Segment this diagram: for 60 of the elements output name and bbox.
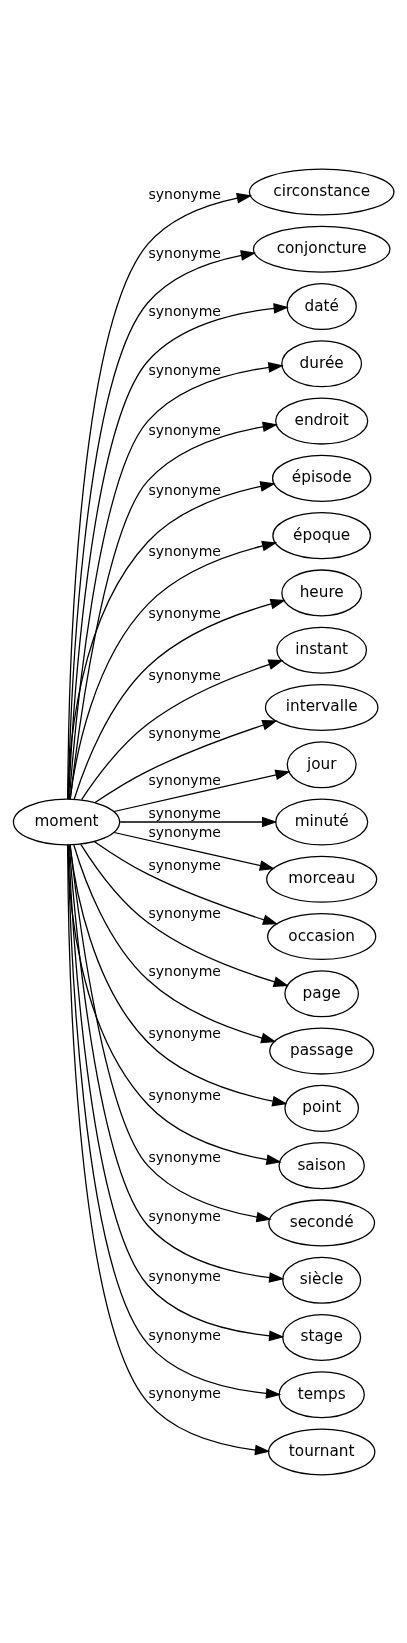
arrow bbox=[119, 816, 278, 827]
edge-label: synonyme bbox=[148, 361, 221, 378]
node-ellipse: occasion bbox=[267, 912, 377, 960]
arrow bbox=[69, 421, 278, 800]
edge-label: synonyme bbox=[148, 724, 221, 741]
edge-label: synonyme bbox=[148, 185, 221, 202]
node-ellipse: point bbox=[284, 1084, 360, 1132]
edge-label: synonyme bbox=[148, 771, 221, 788]
node-ellipse: moment bbox=[12, 797, 121, 846]
edge-label: synonyme bbox=[148, 542, 221, 559]
node-ellipse: stage bbox=[282, 1313, 362, 1361]
arrow bbox=[73, 843, 277, 1043]
arrow bbox=[94, 719, 278, 803]
edge-label: synonyme bbox=[148, 1086, 221, 1103]
arrow bbox=[73, 598, 286, 800]
node-ellipse: page bbox=[284, 969, 360, 1017]
edge-label: synonyme bbox=[148, 1207, 221, 1224]
node-ellipse: morceau bbox=[266, 855, 378, 903]
edge-label: synonyme bbox=[148, 1148, 221, 1165]
node-ellipse: daté bbox=[286, 282, 357, 330]
node-ellipse: jour bbox=[286, 740, 357, 788]
edge-label: synonyme bbox=[148, 1267, 221, 1284]
node-ellipse: passage bbox=[269, 1027, 375, 1075]
node-ellipse: siècle bbox=[282, 1256, 362, 1304]
edge-label: synonyme bbox=[148, 962, 221, 979]
edge-label: synonyme bbox=[148, 481, 221, 498]
edge-label: synonyme bbox=[148, 302, 221, 319]
arrow bbox=[80, 843, 289, 987]
node-ellipse: circonstance bbox=[248, 167, 395, 216]
node-ellipse: temps bbox=[278, 1370, 365, 1418]
edge-label: synonyme bbox=[148, 666, 221, 683]
node-ellipse: durée bbox=[281, 339, 363, 387]
edge-label: synonyme bbox=[148, 856, 221, 873]
node-ellipse: intervalle bbox=[264, 683, 379, 731]
edge-label: synonyme bbox=[148, 823, 221, 840]
arrow bbox=[93, 840, 279, 925]
edge-label: synonyme bbox=[148, 1326, 221, 1343]
node-ellipse: saison bbox=[278, 1141, 365, 1189]
node-ellipse: instant bbox=[276, 626, 368, 674]
node-ellipse: minuté bbox=[275, 797, 369, 846]
node-ellipse: époque bbox=[272, 511, 372, 559]
arrow bbox=[69, 844, 272, 1222]
node-ellipse: secondé bbox=[268, 1198, 376, 1246]
arrow bbox=[67, 480, 276, 800]
node-ellipse: endroit bbox=[275, 397, 369, 445]
edge-label: synonyme bbox=[148, 1384, 221, 1401]
edge-label: synonyme bbox=[148, 421, 221, 438]
node-ellipse: tournant bbox=[267, 1427, 376, 1476]
node-ellipse: épisode bbox=[271, 454, 372, 502]
edge-label: synonyme bbox=[148, 1024, 221, 1041]
arrow bbox=[69, 540, 278, 800]
edge-label: synonyme bbox=[148, 904, 221, 921]
edge-label: synonyme bbox=[148, 244, 221, 261]
arrow bbox=[113, 769, 291, 812]
arrow bbox=[113, 831, 275, 871]
node-ellipse: heure bbox=[281, 568, 363, 616]
node-ellipse: conjoncture bbox=[252, 225, 391, 273]
arrow bbox=[80, 659, 284, 800]
edge-label: synonyme bbox=[148, 804, 221, 821]
edge-label: synonyme bbox=[148, 604, 221, 621]
